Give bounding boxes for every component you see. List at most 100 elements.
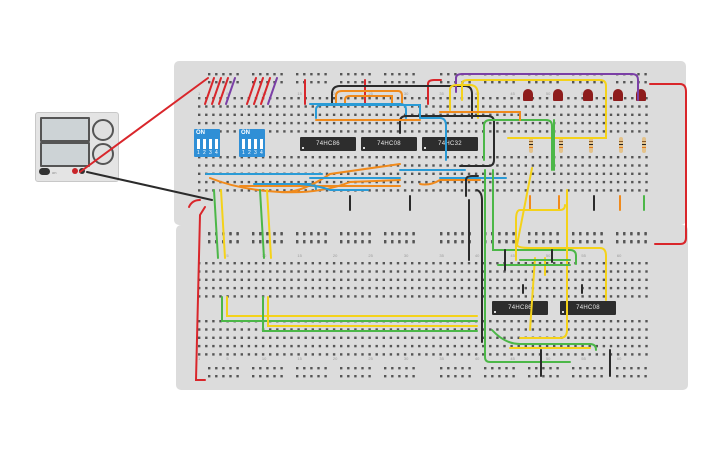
hole[interactable] (297, 156, 300, 159)
hole[interactable] (361, 105, 364, 108)
hole[interactable] (439, 189, 442, 192)
hole[interactable] (567, 121, 570, 125)
hole[interactable] (219, 320, 222, 323)
hole[interactable] (624, 344, 627, 348)
hole[interactable] (233, 286, 236, 290)
hole[interactable] (482, 270, 485, 273)
hole[interactable] (595, 278, 598, 281)
hole[interactable] (425, 121, 428, 125)
hole[interactable] (290, 278, 293, 281)
hole[interactable] (317, 241, 320, 244)
hole[interactable] (609, 156, 613, 159)
hole[interactable] (510, 286, 513, 290)
hole[interactable] (602, 113, 606, 116)
hole[interactable] (595, 180, 598, 184)
hole[interactable] (453, 353, 456, 356)
hole[interactable] (645, 270, 648, 273)
hole[interactable] (311, 278, 314, 281)
hole[interactable] (325, 105, 329, 108)
dip-toggle-2[interactable] (203, 139, 206, 149)
hole[interactable] (474, 130, 478, 133)
hole[interactable] (531, 164, 535, 167)
hole[interactable] (553, 328, 556, 331)
hole[interactable] (645, 328, 648, 331)
hole[interactable] (517, 113, 520, 116)
hole[interactable] (637, 375, 640, 378)
positive-terminal[interactable] (72, 168, 78, 174)
hole[interactable] (233, 130, 236, 133)
hole[interactable] (382, 172, 385, 175)
hole[interactable] (474, 286, 478, 290)
hole[interactable] (574, 164, 577, 167)
hole[interactable] (510, 172, 513, 175)
hole[interactable] (317, 73, 320, 76)
hole[interactable] (567, 113, 570, 116)
hole[interactable] (389, 344, 393, 348)
hole[interactable] (297, 97, 300, 100)
hole[interactable] (276, 328, 279, 331)
hole[interactable] (588, 156, 591, 159)
hole[interactable] (340, 278, 343, 281)
hole[interactable] (411, 278, 414, 281)
hole[interactable] (496, 278, 499, 281)
hole[interactable] (389, 105, 393, 108)
hole[interactable] (347, 164, 350, 167)
hole[interactable] (324, 233, 327, 236)
hole[interactable] (325, 130, 329, 133)
hole[interactable] (631, 97, 634, 100)
hole[interactable] (375, 156, 378, 159)
hole[interactable] (545, 164, 549, 167)
hole[interactable] (545, 278, 549, 281)
hole[interactable] (347, 172, 350, 175)
hole[interactable] (368, 113, 371, 116)
hole[interactable] (304, 295, 307, 298)
hole[interactable] (491, 367, 494, 370)
hole[interactable] (510, 105, 513, 108)
hole[interactable] (425, 180, 428, 184)
hole[interactable] (467, 189, 471, 192)
hole[interactable] (440, 233, 443, 236)
hole[interactable] (332, 270, 336, 273)
hole[interactable] (512, 375, 515, 378)
green-wire[interactable] (492, 169, 577, 265)
hole[interactable] (254, 353, 258, 356)
hole[interactable] (247, 121, 251, 125)
hole[interactable] (340, 328, 343, 331)
red-wire[interactable] (253, 77, 264, 105)
hole[interactable] (215, 73, 218, 76)
hole[interactable] (454, 73, 457, 76)
hole[interactable] (269, 278, 272, 281)
hole[interactable] (198, 105, 201, 108)
hole[interactable] (382, 344, 385, 348)
hole[interactable] (290, 121, 293, 125)
hole[interactable] (283, 270, 286, 273)
hole[interactable] (482, 336, 485, 339)
hole[interactable] (602, 353, 606, 356)
hole[interactable] (645, 97, 648, 100)
hole[interactable] (535, 81, 538, 84)
hole[interactable] (347, 344, 350, 348)
hole[interactable] (545, 328, 549, 331)
hole[interactable] (524, 320, 527, 323)
hole[interactable] (439, 130, 442, 133)
dip-toggle-2[interactable] (248, 139, 251, 149)
hole[interactable] (482, 172, 485, 175)
hole[interactable] (332, 344, 336, 348)
hole[interactable] (645, 189, 648, 192)
yellow-wire[interactable] (515, 167, 607, 301)
hole[interactable] (645, 344, 648, 348)
hole[interactable] (474, 270, 478, 273)
hole[interactable] (303, 73, 306, 76)
hole[interactable] (467, 130, 471, 133)
hole[interactable] (368, 375, 371, 378)
hole[interactable] (453, 262, 456, 265)
hole[interactable] (198, 121, 201, 125)
hole[interactable] (624, 336, 627, 339)
hole[interactable] (432, 172, 435, 175)
hole[interactable] (325, 164, 329, 167)
hole[interactable] (325, 328, 329, 331)
hole[interactable] (375, 180, 378, 184)
hole[interactable] (503, 270, 506, 273)
hole[interactable] (574, 130, 577, 133)
hole[interactable] (624, 278, 627, 281)
